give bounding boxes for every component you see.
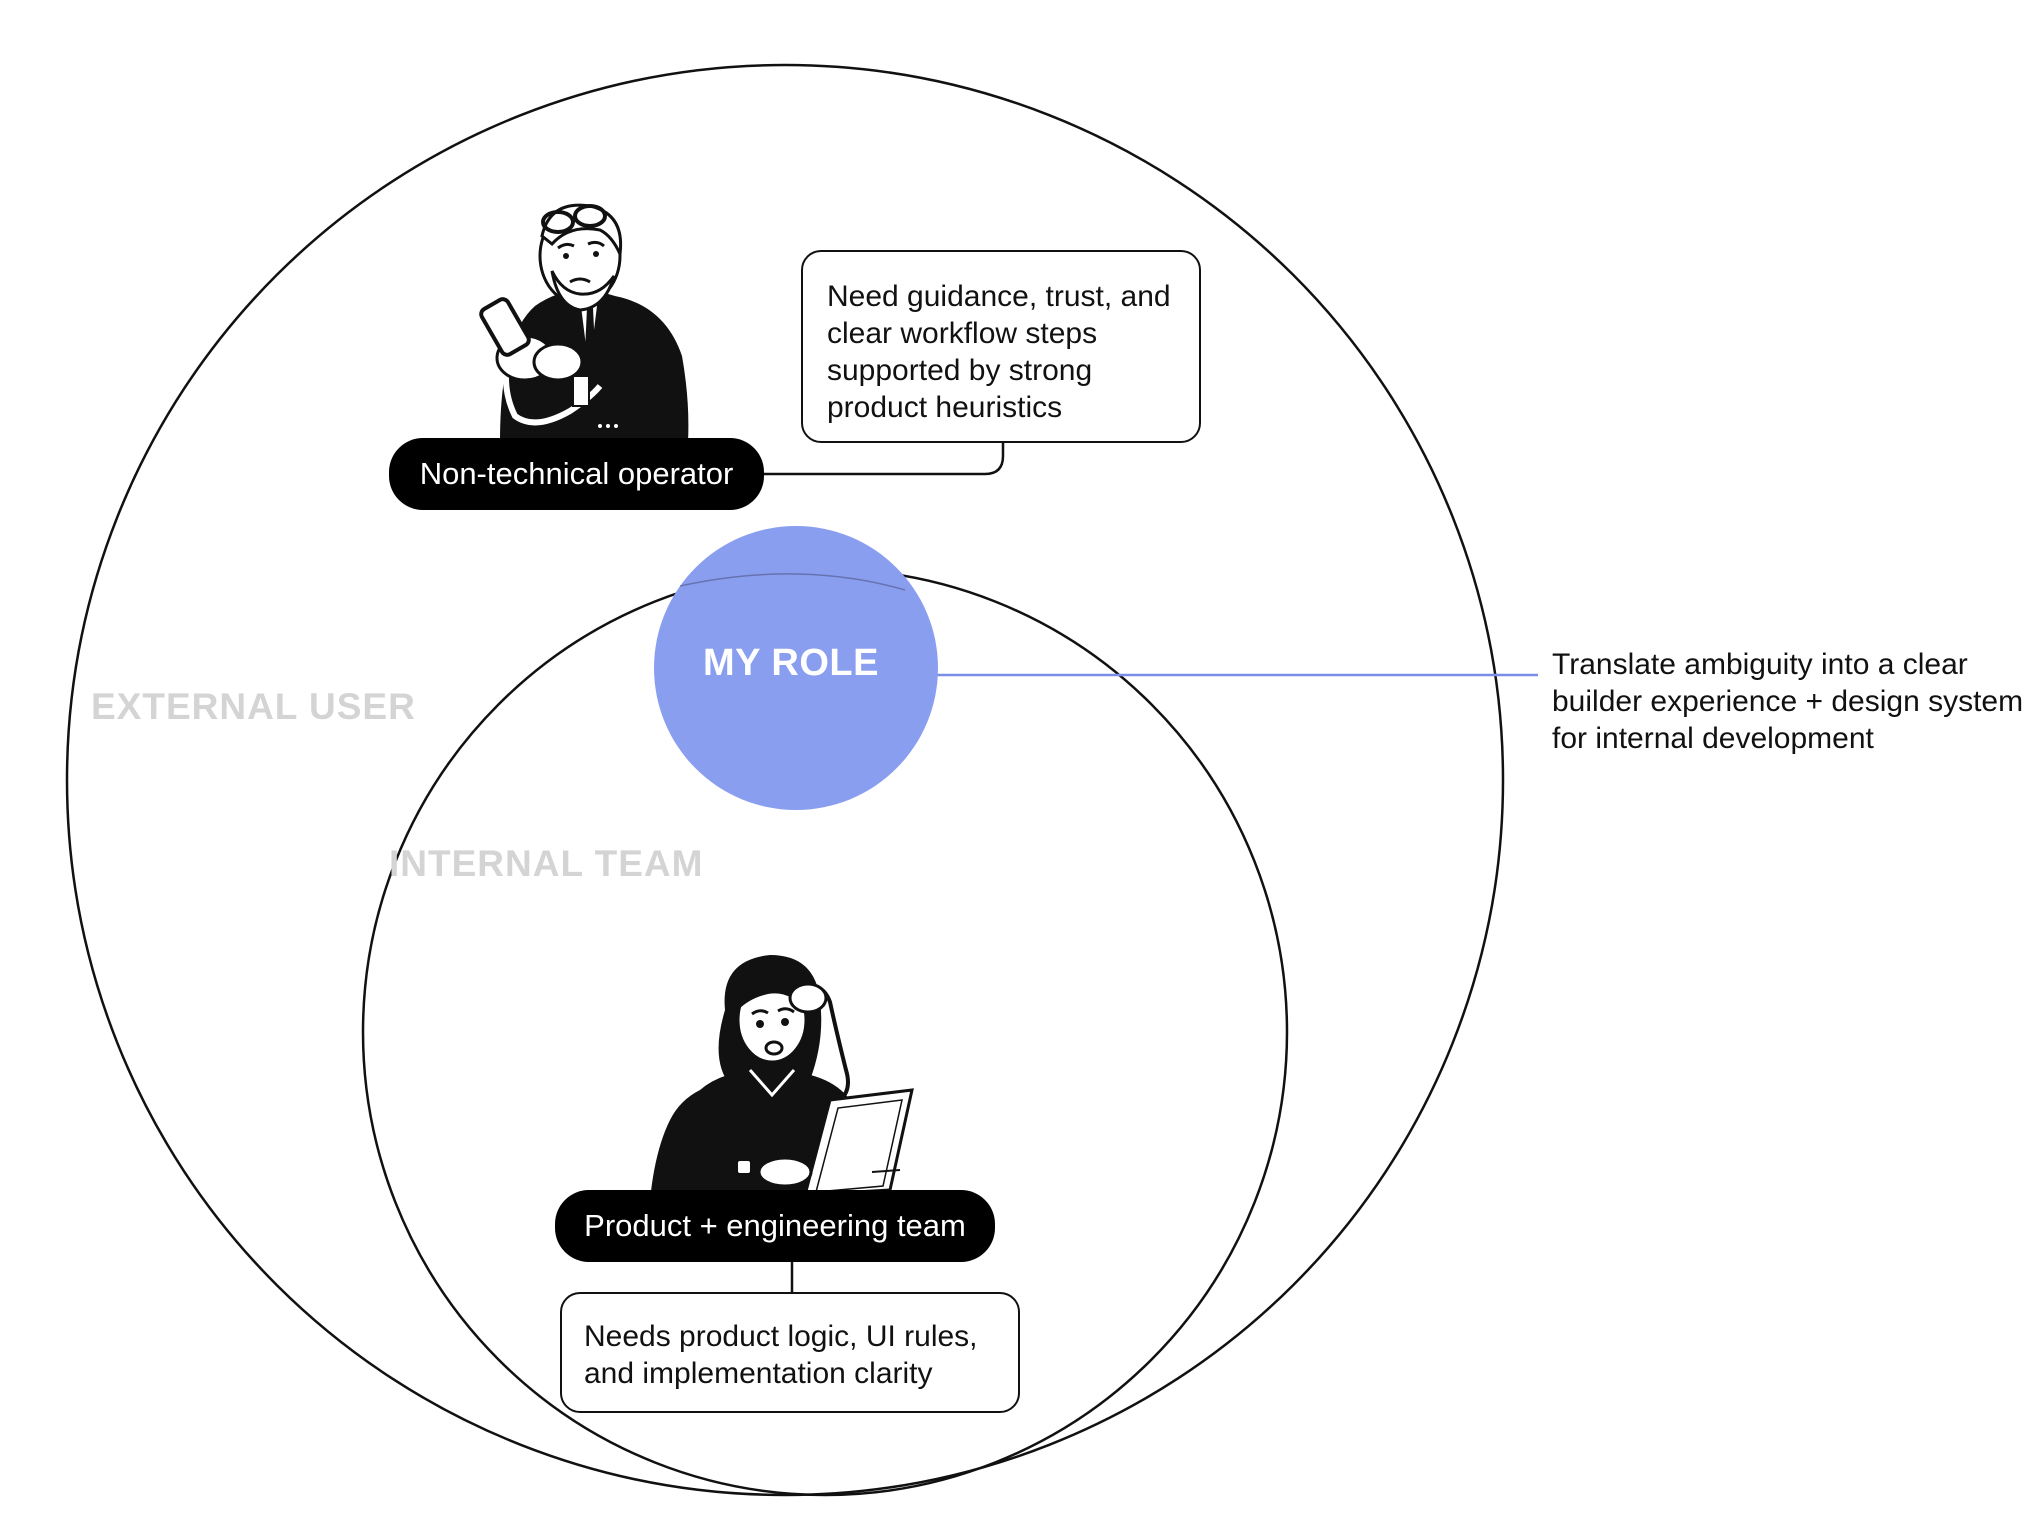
external-user-circle — [65, 63, 1505, 1497]
operator-need-callout: Need guidance, trust, and clear workflow… — [801, 250, 1201, 443]
my-role-label: MY ROLE — [703, 642, 879, 684]
team-need-callout: Needs product logic, UI rules, and imple… — [560, 1292, 1020, 1413]
my-role-circle — [654, 526, 938, 810]
role-overlap-arc — [679, 573, 906, 591]
external-user-label: EXTERNAL USER — [91, 686, 416, 727]
stressed-woman-at-laptop-illustration — [650, 955, 914, 1200]
operator-persona-pill: Non-technical operator — [389, 438, 764, 510]
internal-team-label: INTERNAL TEAM — [389, 843, 704, 884]
team-persona-pill: Product + engineering team — [555, 1190, 995, 1262]
worried-man-with-phone-illustration — [479, 203, 689, 442]
role-description: Translate ambiguity into a clear builder… — [1552, 648, 2024, 755]
operator-connector — [764, 443, 1005, 476]
